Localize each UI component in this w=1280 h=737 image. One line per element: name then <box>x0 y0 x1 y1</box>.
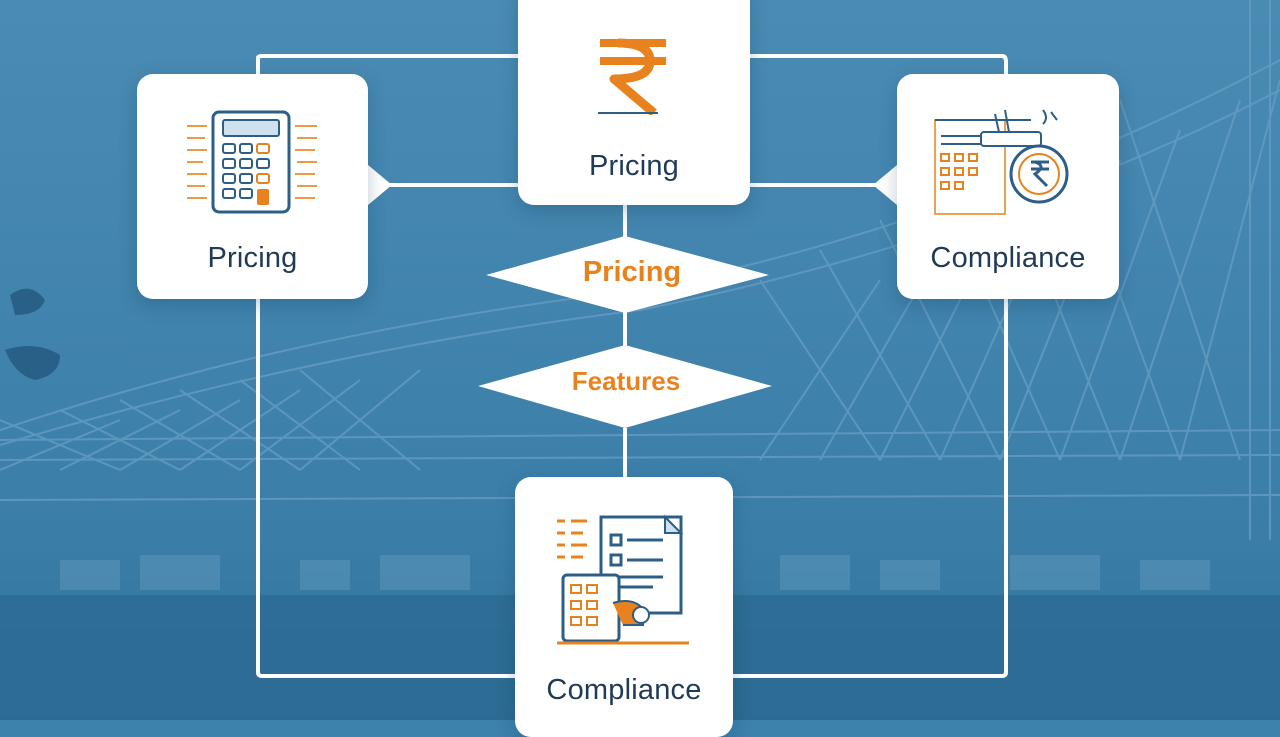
pricing-card-top: Pricing <box>518 0 750 205</box>
decision-diamond-features <box>478 345 772 428</box>
right-card-pointer <box>873 165 897 205</box>
calculator-icon <box>187 110 317 214</box>
document-icon <box>557 514 689 645</box>
compliance-right-label: Compliance <box>930 242 1086 274</box>
compliance-card-right: Compliance <box>897 74 1119 299</box>
compliance-card-bottom: Compliance <box>515 477 733 737</box>
pricing-card-left: Pricing <box>137 74 368 299</box>
compliance-bottom-label: Compliance <box>546 674 702 706</box>
decision-features-label: Features <box>571 366 681 396</box>
rupee-icon <box>598 38 666 115</box>
connector-lines <box>256 54 1008 678</box>
left-card-pointer <box>368 165 392 205</box>
compliance-ledger-icon <box>934 109 1069 215</box>
pricing-left-label: Pricing <box>207 242 298 274</box>
decision-pricing-label: Pricing <box>582 256 682 288</box>
pricing-top-label: Pricing <box>588 150 680 182</box>
decision-diamond-pricing <box>486 236 769 313</box>
